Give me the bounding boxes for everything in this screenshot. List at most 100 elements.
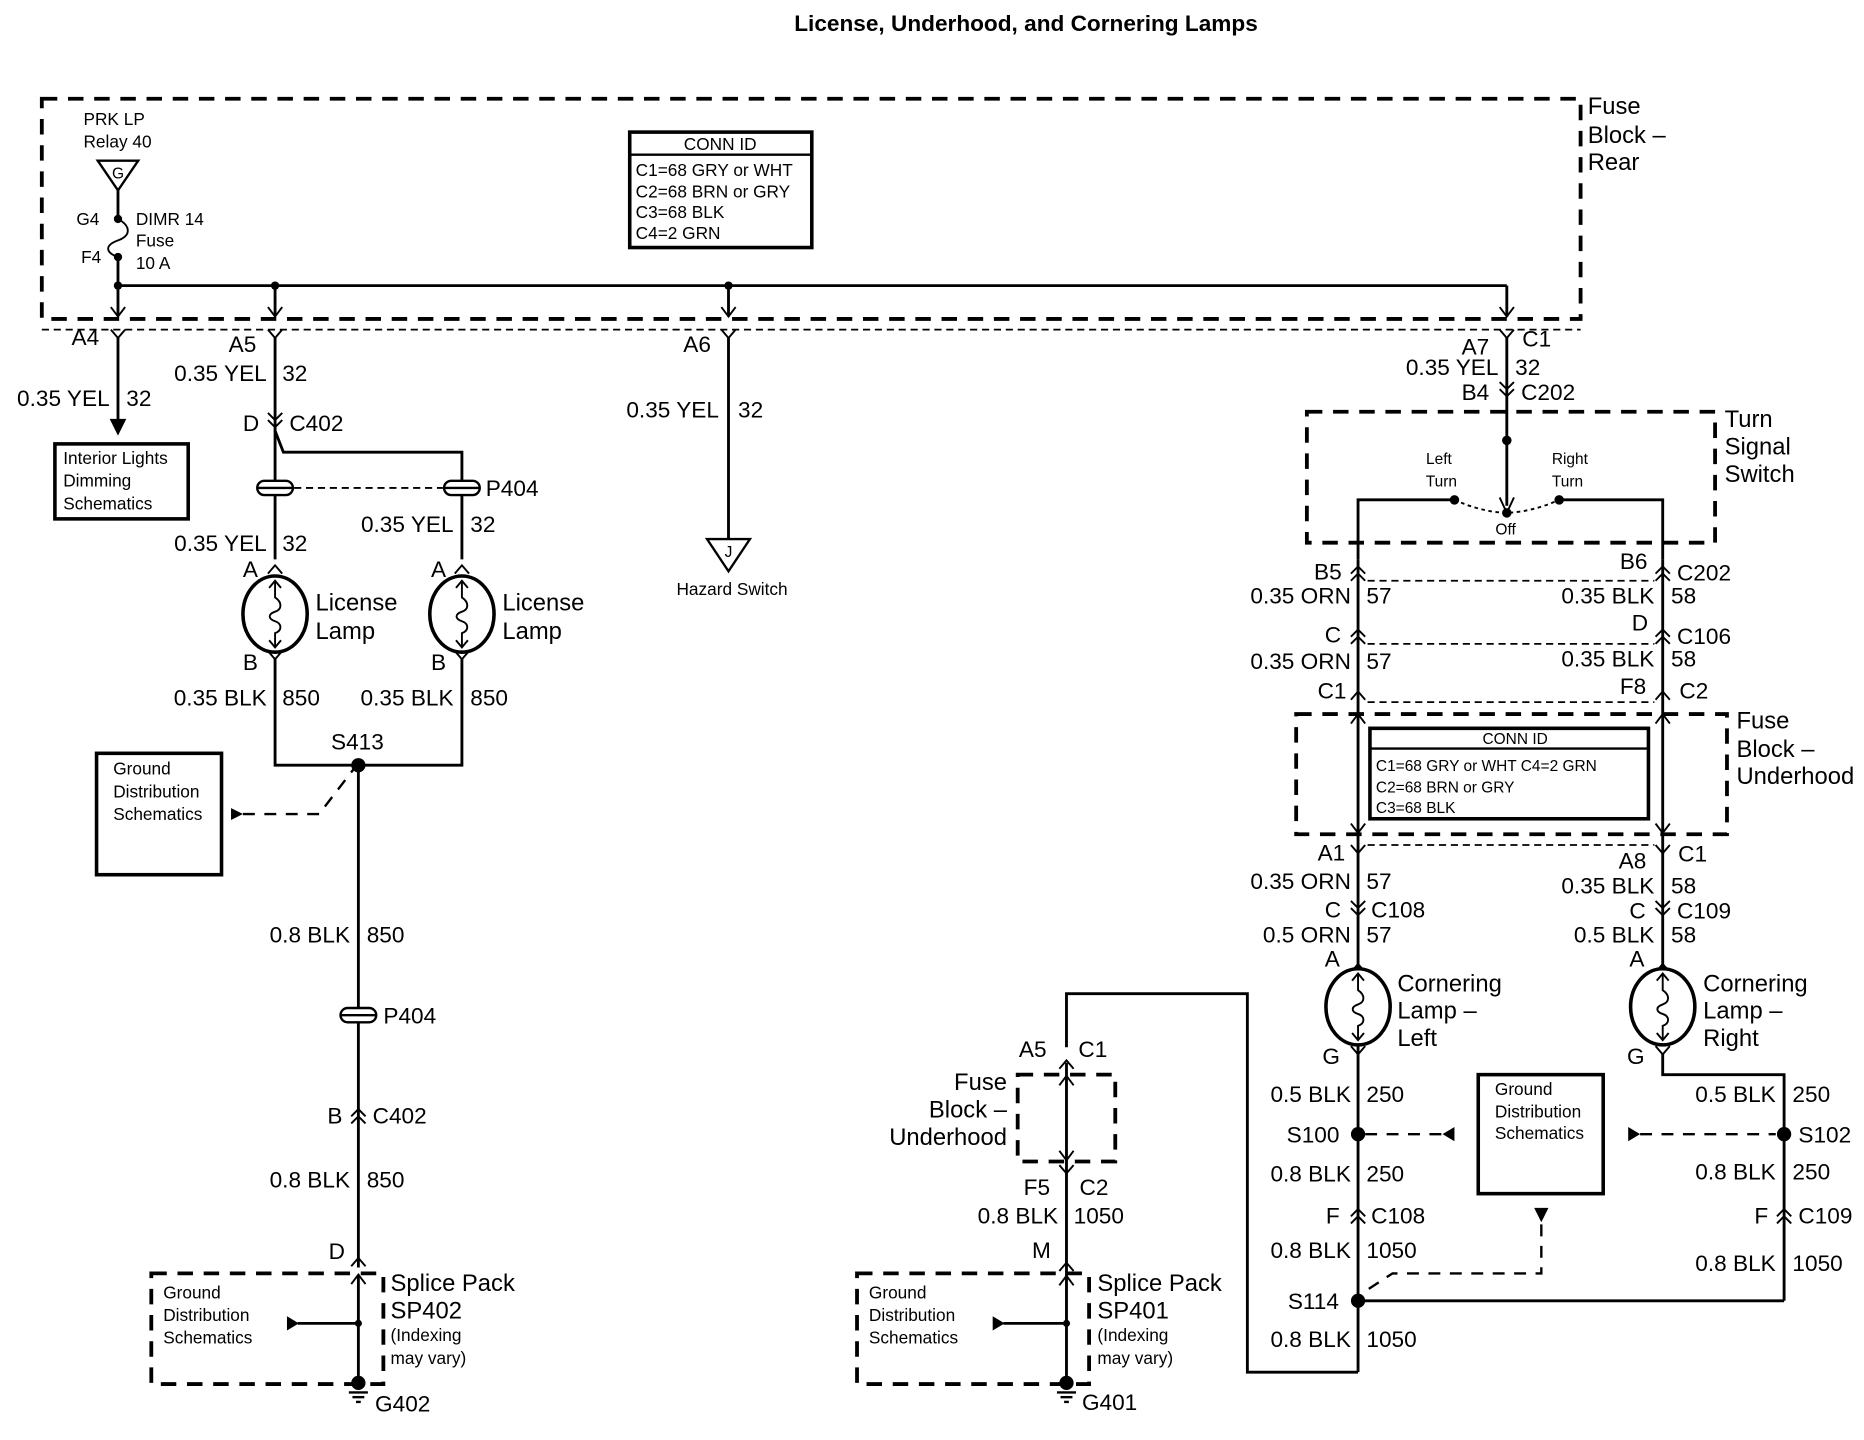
hazard-switch-ref[interactable]: Hazard Switch: [676, 579, 787, 599]
splice-s102: [1776, 1127, 1792, 1142]
splice-pack-sp402: Ground Distribution Schematics Splice Pa…: [149, 1270, 515, 1386]
svg-text:C: C: [1325, 898, 1341, 923]
svg-text:C1=68 GRY or WHT C4=2 GRN: C1=68 GRY or WHT C4=2 GRN C2=68 BRN or G…: [1376, 758, 1601, 817]
ground-g402-icon: [347, 1391, 370, 1404]
fuse-pin-g4: G4: [76, 209, 99, 229]
svg-text:B: B: [243, 650, 258, 675]
svg-text:C2: C2: [1679, 679, 1708, 704]
relay-terminal-icon: [95, 159, 141, 193]
cornering-left-feed: B5 0.35 ORN 57 C 0.35 ORN 57 C1: [1250, 559, 1655, 1373]
svg-text:C109: C109: [1677, 899, 1731, 924]
svg-text:850: 850: [470, 686, 508, 711]
conn-id-table-rear: CONN ID C1=68 GRY or WHT C2=68 BRN or GR…: [627, 130, 814, 250]
svg-text:57: 57: [1366, 649, 1391, 674]
svg-text:0.8 BLK: 0.8 BLK: [1695, 1251, 1775, 1276]
svg-text:0.35 ORN: 0.35 ORN: [1250, 583, 1351, 608]
fuse-pin-f4: F4: [81, 247, 102, 267]
svg-text:A1: A1: [1318, 840, 1346, 865]
branch-a4[interactable]: A4 0.35 YEL 32 Interior Lights Dimming S…: [17, 325, 190, 521]
svg-text:250: 250: [1366, 1162, 1404, 1187]
svg-text:G: G: [1322, 1044, 1340, 1069]
svg-text:0.35 YEL: 0.35 YEL: [626, 398, 719, 423]
branch-a6-hazard: A6 0.35 YEL 32 J Hazard Switch: [626, 328, 788, 599]
svg-text:J: J: [725, 544, 733, 561]
svg-text:B4: B4: [1462, 380, 1490, 405]
svg-text:F5: F5: [1024, 1175, 1050, 1200]
fuse-label: DIMR 14 Fuse 10 A: [136, 209, 209, 273]
svg-text:1050: 1050: [1366, 1238, 1416, 1263]
svg-text:C109: C109: [1798, 1203, 1852, 1228]
svg-text:850: 850: [282, 686, 320, 711]
ground-distribution-ref-3[interactable]: Ground Distribution Schematics: [869, 1282, 960, 1347]
svg-text:250: 250: [1366, 1082, 1404, 1107]
svg-text:C108: C108: [1371, 1203, 1425, 1228]
svg-text:M: M: [1032, 1238, 1051, 1263]
svg-text:1050: 1050: [1366, 1327, 1416, 1352]
svg-text:32: 32: [282, 531, 307, 556]
svg-text:C1: C1: [1522, 326, 1551, 351]
svg-text:0.35 BLK: 0.35 BLK: [1561, 583, 1654, 608]
svg-text:P404: P404: [486, 476, 539, 501]
svg-text:0.35 YEL: 0.35 YEL: [174, 361, 267, 386]
svg-text:A5: A5: [229, 332, 257, 357]
relay-label: PRK LP Relay 40: [83, 109, 151, 152]
svg-text:C108: C108: [1371, 898, 1425, 923]
svg-text:32: 32: [282, 361, 307, 386]
svg-text:58: 58: [1671, 583, 1696, 608]
svg-text:Ground Distribution: Ground Distribution Schematics: [1495, 1079, 1586, 1143]
svg-text:32: 32: [1515, 355, 1540, 380]
interior-lights-ref[interactable]: Interior Lights Dimming Schematics: [63, 448, 172, 513]
svg-text:0.5 BLK: 0.5 BLK: [1270, 1082, 1350, 1107]
svg-text:A8: A8: [1619, 849, 1647, 874]
svg-text:850: 850: [367, 923, 405, 948]
ground-g401-icon: [1055, 1391, 1078, 1404]
svg-text:S413: S413: [331, 730, 384, 755]
svg-text:0.8 BLK: 0.8 BLK: [270, 1168, 350, 1193]
svg-text:58: 58: [1671, 923, 1696, 948]
svg-text:32: 32: [738, 398, 763, 423]
svg-text:250: 250: [1792, 1082, 1830, 1107]
ground-distribution-ref-1[interactable]: Ground Distribution Schematics: [113, 759, 204, 824]
svg-text:G: G: [1627, 1044, 1645, 1069]
svg-text:0.35 YEL: 0.35 YEL: [1406, 355, 1499, 380]
fuse-block-rear: Fuse Block – Rear PRK LP Relay 40 G G4 F…: [39, 93, 1667, 331]
cornering-right-feed: B6 C202 0.35 BLK 58 D C106 0.35 BLK 58 F…: [1561, 549, 1731, 972]
svg-text:F: F: [1326, 1203, 1340, 1228]
svg-text:0.8 BLK: 0.8 BLK: [1695, 1159, 1775, 1184]
svg-text:0.5 BLK: 0.5 BLK: [1695, 1082, 1775, 1107]
svg-text:C: C: [1325, 623, 1341, 648]
svg-text:B5: B5: [1314, 560, 1342, 585]
ground-distribution-ref-2[interactable]: Ground Distribution Schematics: [163, 1282, 254, 1347]
svg-text:0.8 BLK: 0.8 BLK: [1270, 1162, 1350, 1187]
splice-pack-sp401: Ground Distribution Schematics Splice Pa…: [855, 1270, 1222, 1386]
cornering-right-circuit: A8 C1 0.35 BLK 58 C C109 0.5 BLK 58 A Co…: [1561, 842, 1852, 1301]
svg-text:58: 58: [1671, 874, 1696, 899]
svg-text:A: A: [243, 557, 259, 582]
svg-text:F: F: [1754, 1203, 1768, 1228]
svg-text:850: 850: [367, 1168, 405, 1193]
svg-text:0.35 YEL: 0.35 YEL: [361, 512, 454, 537]
ground-distribution-ref-center[interactable]: Ground Distribution Schematics: [1476, 1072, 1605, 1196]
svg-text:0.8 BLK: 0.8 BLK: [978, 1203, 1058, 1228]
svg-text:A6: A6: [683, 332, 711, 357]
svg-text:A4: A4: [72, 325, 100, 350]
svg-text:C2: C2: [1080, 1175, 1109, 1200]
svg-text:32: 32: [126, 386, 151, 411]
svg-text:0.35 BLK: 0.35 BLK: [1561, 874, 1654, 899]
svg-text:0.35 BLK: 0.35 BLK: [1561, 646, 1654, 671]
svg-text:C402: C402: [373, 1103, 427, 1128]
